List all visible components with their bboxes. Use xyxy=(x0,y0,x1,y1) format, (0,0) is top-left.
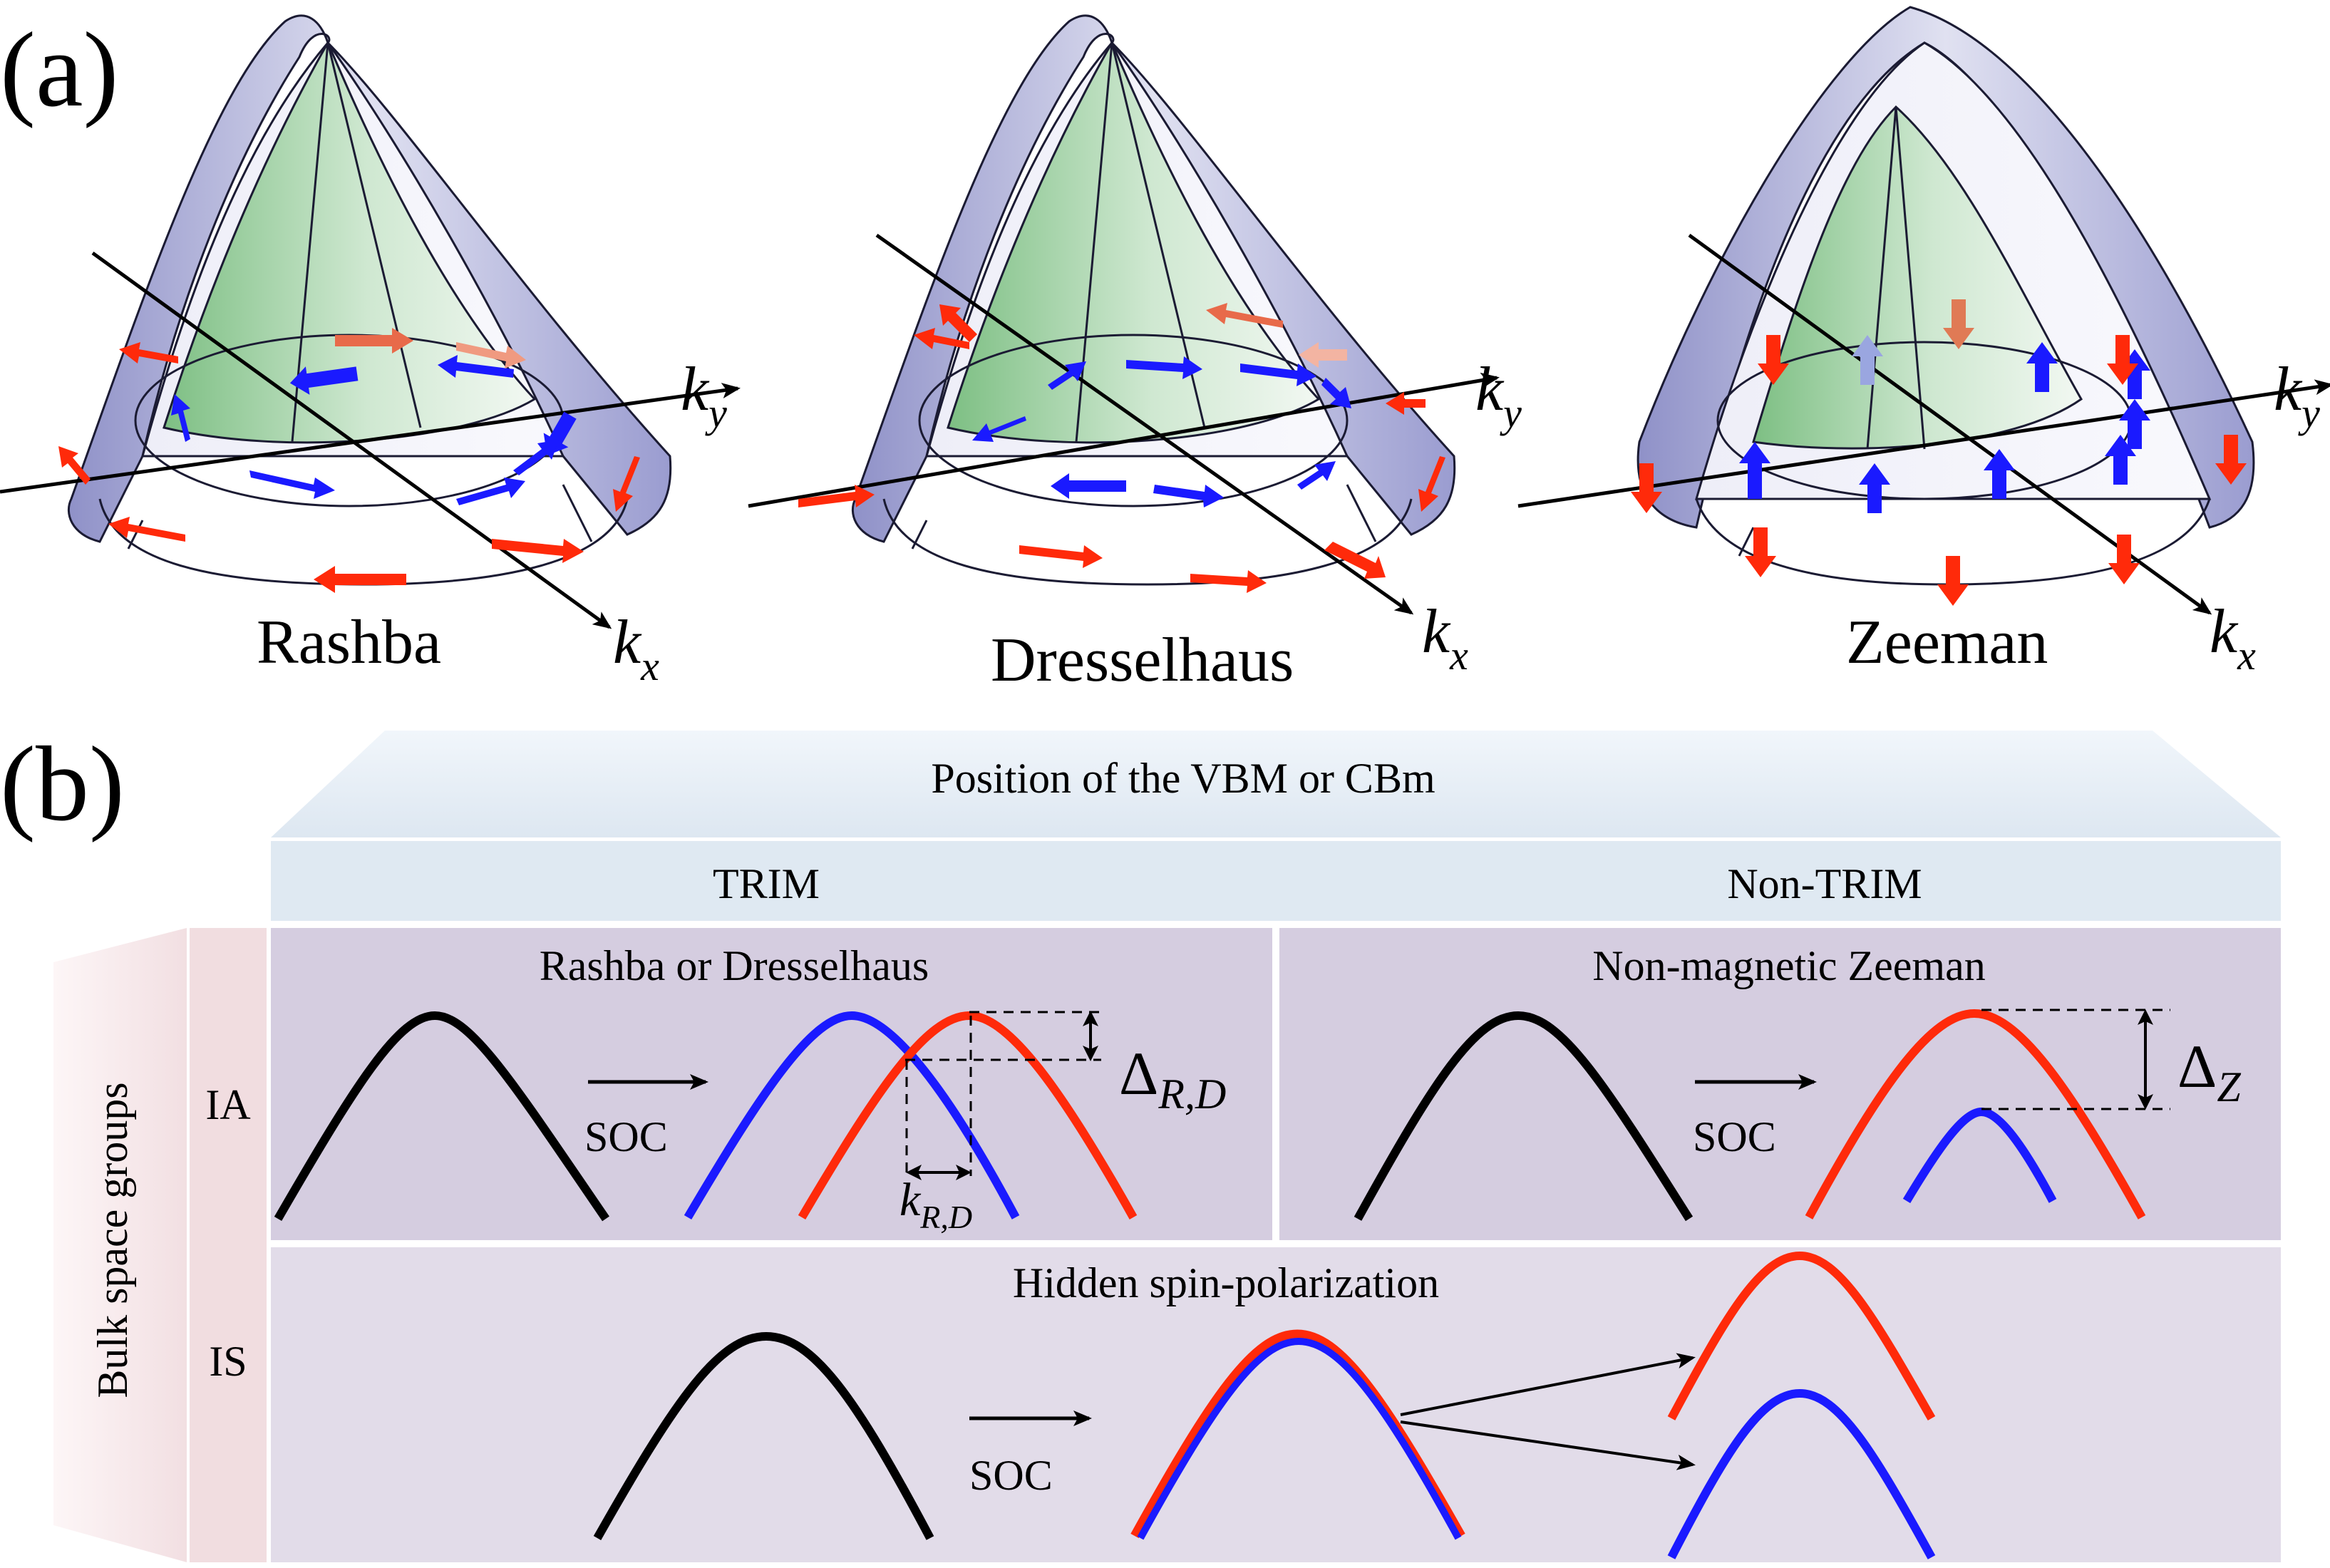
delta-rd-subscript: R,D xyxy=(1158,1071,1226,1118)
band-spin-up xyxy=(1902,1107,2057,1204)
k-symbol: k xyxy=(899,1174,922,1226)
rashba-ky-label: ky xyxy=(681,355,727,436)
column-header-bar xyxy=(271,841,2281,921)
svg-text:ky: ky xyxy=(2274,355,2320,436)
column-trim: TRIM xyxy=(713,860,820,907)
delta-rd-label: ΔR,D xyxy=(1119,1039,1226,1118)
row-is: IS xyxy=(209,1338,247,1385)
band-spin-down xyxy=(1805,1009,2146,1219)
band-before-soc xyxy=(274,1011,609,1222)
dresselhaus-dispersion-surface xyxy=(851,14,1456,586)
zeeman-kx-label: kx xyxy=(2210,597,2256,679)
dresselhaus-kx-label: kx xyxy=(1422,597,1468,679)
ky-symbol: k xyxy=(681,355,710,424)
split-arrow-up xyxy=(1400,1353,1696,1416)
column-non-trim: Non-TRIM xyxy=(1727,860,1922,907)
band-spin-down-separated xyxy=(1667,1251,1936,1420)
rashba-kx-label: kx xyxy=(613,608,659,689)
zeeman-ky-label: ky xyxy=(2274,355,2320,436)
kx-subscript: x xyxy=(640,643,659,689)
cell-hidden-spin-polarization xyxy=(271,1247,2281,1562)
dresselhaus-plot: Dresselhaus ky kx xyxy=(748,14,1522,695)
svg-text:kx: kx xyxy=(613,608,659,689)
zeeman-plot: Zeeman ky kx xyxy=(1517,6,2330,679)
panel-a: (a) xyxy=(0,6,2330,695)
zeeman-title: Zeeman xyxy=(1846,608,2048,677)
rashba-plot: Rashba ky kx xyxy=(0,14,741,689)
rashba-inner-spin-arrows xyxy=(171,355,577,505)
soc-label: SOC xyxy=(584,1113,668,1160)
rashba-title: Rashba xyxy=(257,608,441,677)
kx-symbol: k xyxy=(2210,597,2239,666)
rashba-axes xyxy=(0,251,741,629)
band-before-soc xyxy=(593,1331,934,1540)
kx-symbol: k xyxy=(613,608,642,677)
kx-symbol: k xyxy=(1422,597,1451,666)
row-ia: IA xyxy=(205,1081,250,1128)
panel-a-label: (a) xyxy=(0,11,118,129)
zeeman-cell-content: SOC ΔZ xyxy=(1354,1009,2241,1222)
svg-text:kx: kx xyxy=(2210,597,2256,679)
dresselhaus-axes xyxy=(748,233,1500,615)
zeeman-inner-spin-arrows xyxy=(1739,335,2150,513)
rashba-outer-spin-arrows xyxy=(58,328,640,593)
row-label-column xyxy=(190,928,267,1562)
delta-z-subscript: Z xyxy=(2217,1063,2241,1110)
split-arrow-down xyxy=(1400,1420,1696,1470)
ky-subscript: y xyxy=(705,390,727,436)
ky-symbol: k xyxy=(2274,355,2303,424)
hidden-cell-content: SOC xyxy=(593,1251,1936,1559)
ky-subscript: y xyxy=(2298,390,2320,436)
svg-text:ky: ky xyxy=(681,355,727,436)
svg-text:ΔZ: ΔZ xyxy=(2177,1032,2241,1110)
soc-label: SOC xyxy=(969,1452,1053,1499)
header-trapezoid xyxy=(271,731,2281,837)
header-title: Position of the VBM or CBm xyxy=(931,755,1435,802)
cell-hidden-title: Hidden spin-polarization xyxy=(1013,1259,1439,1306)
svg-text:kR,D: kR,D xyxy=(899,1174,972,1235)
svg-text:ky: ky xyxy=(1475,355,1522,436)
k-rd-subscript: R,D xyxy=(919,1199,972,1235)
panel-b-label: (b) xyxy=(0,725,125,843)
zeeman-outer-spin-arrows xyxy=(1631,299,2247,606)
dresselhaus-inner-spin-arrows xyxy=(972,356,1351,507)
cell-zeeman-title: Non-magnetic Zeeman xyxy=(1592,942,1985,989)
ky-subscript: y xyxy=(1500,390,1522,436)
band-spin-up xyxy=(1137,1337,1462,1540)
cell-rashba-title: Rashba or Dresselhaus xyxy=(540,942,929,989)
rashba-cell-content: SOC ΔR,D kR,D xyxy=(274,1011,1226,1235)
side-panel xyxy=(53,928,187,1562)
band-before-soc xyxy=(1354,1011,1694,1222)
k-rd-label: kR,D xyxy=(899,1174,972,1235)
band-spin-down xyxy=(798,1011,1138,1220)
svg-text:kx: kx xyxy=(1422,597,1468,679)
zeeman-dispersion-surface xyxy=(1636,6,2255,586)
svg-text:ΔR,D: ΔR,D xyxy=(1119,1039,1226,1118)
kx-subscript: x xyxy=(2237,632,2256,679)
delta-symbol: Δ xyxy=(1119,1039,1158,1108)
ky-symbol: k xyxy=(1475,355,1505,424)
dresselhaus-title: Dresselhaus xyxy=(991,626,1294,695)
band-spin-up-separated xyxy=(1667,1388,1936,1559)
delta-z-label: ΔZ xyxy=(2177,1032,2241,1110)
cell-non-magnetic-zeeman xyxy=(1279,928,2281,1240)
dresselhaus-outer-spin-arrows xyxy=(798,303,1445,593)
side-title: Bulk space groups xyxy=(89,1082,136,1398)
panel-b: (b) Position of the VBM or CBm TRIM Non-… xyxy=(0,725,2281,1562)
soc-label: SOC xyxy=(1693,1113,1776,1160)
kx-subscript: x xyxy=(1449,632,1468,679)
delta-symbol: Δ xyxy=(2177,1032,2217,1100)
band-spin-up xyxy=(684,1011,1020,1220)
dresselhaus-ky-label: ky xyxy=(1475,355,1522,436)
